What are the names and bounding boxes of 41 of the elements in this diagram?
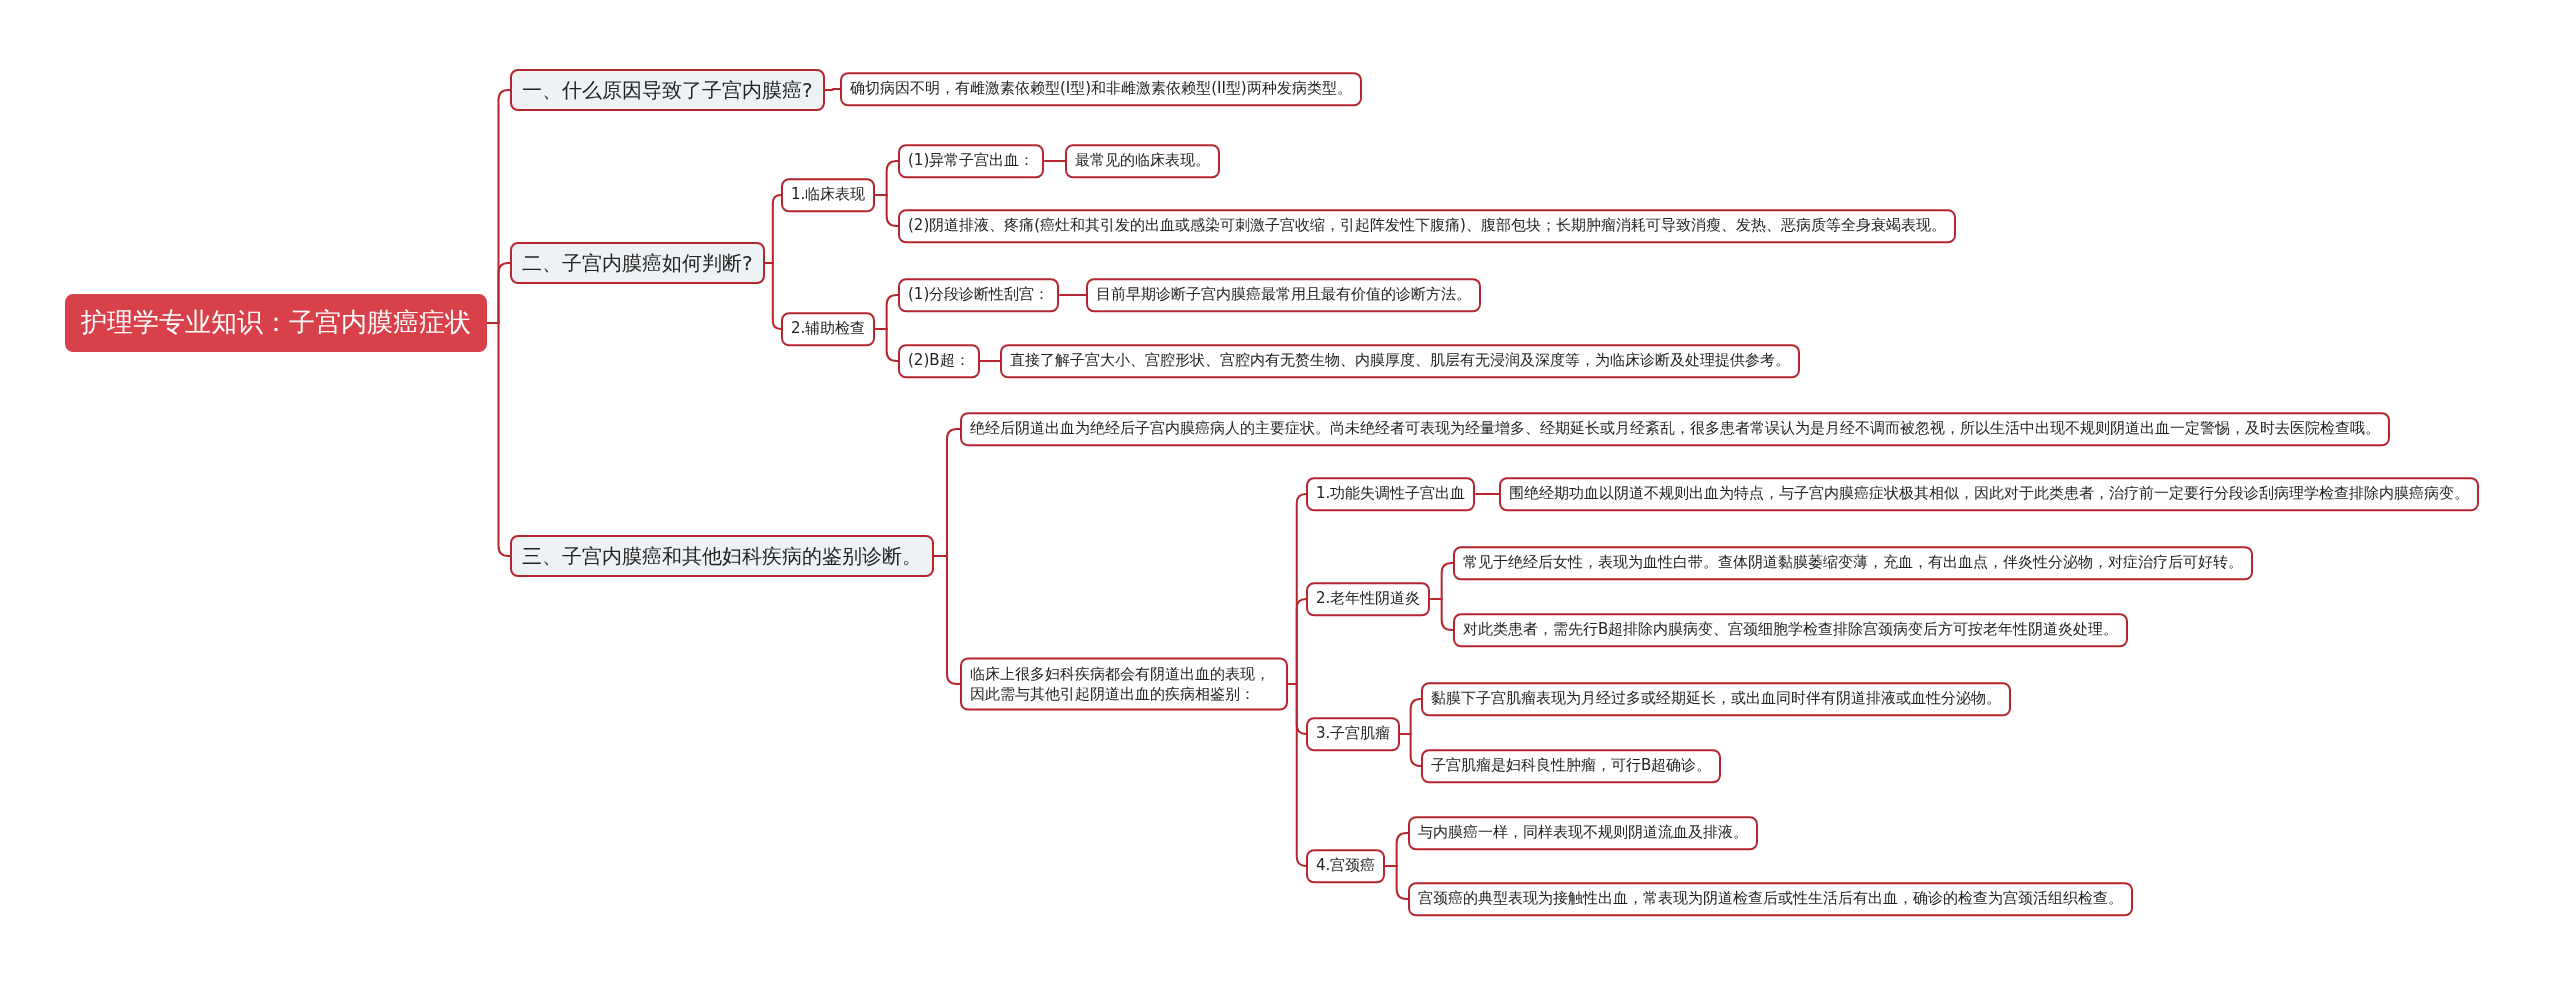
subtopic-box: 3.子宫肌瘤 xyxy=(1306,717,1401,751)
subtopic-box: 绝经后阴道出血为绝经后子宫内膜癌病人的主要症状。尚未绝经者可表现为经量增多、经期延长或月经紊乱，很多患者常误认为是月经不调而被忽视，所以生活中出现不规则阴道出血一定警惕，及时去医院检查哦。 xyxy=(960,412,2390,446)
connector-line xyxy=(1474,493,1500,495)
subtopic-box: 最常见的临床表现。 xyxy=(1065,144,1220,178)
connector-line xyxy=(874,328,899,362)
subtopic-box: 黏膜下子宫肌瘤表现为月经过多或经期延长，或出血同时伴有阴道排液或血性分泌物。 xyxy=(1421,682,2011,716)
subtopic-box: 子宫肌瘤是妇科良性肿瘤，可行B超确诊。 xyxy=(1421,749,1722,783)
subtopic-box: 目前早期诊断子宫内膜癌最常用且最有价值的诊断方法。 xyxy=(1086,278,1481,312)
connector-line xyxy=(823,88,841,91)
subtopic-box: 围绝经期功血以阴道不规则出血为特点，与子宫内膜癌症状极其相似，因此对于此类患者，治疗前一定要行分段诊刮病理学检查排除内膜癌病变。 xyxy=(1499,477,2479,511)
topic-box: 二、子宫内膜癌如何判断? xyxy=(510,242,765,284)
subtopic-box: 1.功能失调性子宫出血 xyxy=(1306,477,1476,511)
subtopic-box: 临床上很多妇科疾病都会有阴道出血的表现，因此需与其他引起阴道出血的疾病相鉴别： xyxy=(960,657,1288,711)
subtopic-box: 4.宫颈癌 xyxy=(1306,849,1386,883)
connector-line xyxy=(1286,683,1307,867)
connector-line xyxy=(1429,598,1454,631)
subtopic-box: 2.辅助检查 xyxy=(781,312,876,346)
subtopic-box: 确切病因不明，有雌激素依赖型(I型)和非雌激素依赖型(II型)两种发病类型。 xyxy=(840,72,1362,106)
topic-box: 一、什么原因导致了子宫内膜癌? xyxy=(510,69,825,111)
connector-line xyxy=(1399,733,1422,767)
subtopic-box: (1)异常子宫出血： xyxy=(898,144,1045,178)
connector-line xyxy=(978,360,1001,362)
subtopic-box: 与内膜癌一样，同样表现不规则阴道流血及排液。 xyxy=(1408,816,1758,850)
subtopic-box: (2)阴道排液、疼痛(癌灶和其引发的出血或感染可刺激子宫收缩，引起阵发性下腹痛)、腹部包块；长期肿瘤消耗可导致消瘦、发热、恶病质等全身衰竭表现。 xyxy=(898,209,1956,243)
subtopic-box: 2.老年性阴道炎 xyxy=(1306,582,1431,616)
subtopic-box: 1.临床表现 xyxy=(781,178,876,212)
subtopic-box: 宫颈癌的典型表现为接触性出血，常表现为阴道检查后或性生活后有出血，确诊的检查为宫颈活组织检查。 xyxy=(1408,882,2133,916)
topic-box: 三、子宫内膜癌和其他妇科疾病的鉴别诊断。 xyxy=(510,535,934,577)
central-topic-box: 护理学专业知识：子宫内膜癌症状 xyxy=(65,294,487,352)
connector-line xyxy=(1043,160,1066,162)
connector-line xyxy=(486,322,511,557)
connector-line xyxy=(763,262,782,330)
connector-line xyxy=(1384,865,1409,900)
subtopic-box: 直接了解子宫大小、宫腔形状、宫腔内有无赘生物、内膜厚度、肌层有无浸润及深度等，为临床诊断及处理提供参考。 xyxy=(1000,344,1800,378)
subtopic-box: (2)B超： xyxy=(898,344,980,378)
connector-line xyxy=(933,555,961,685)
subtopic-box: 对此类患者，需先行B超排除内膜病变、宫颈细胞学检查排除宫颈病变后方可按老年性阴道炎处理。 xyxy=(1453,613,2129,647)
subtopic-box: 常见于绝经后女性，表现为血性白带。查体阴道黏膜萎缩变薄，充血，有出血点，伴炎性分泌物，对症治疗后可好转。 xyxy=(1453,546,2253,580)
subtopic-box: (1)分段诊断性刮宫： xyxy=(898,278,1060,312)
connector-line xyxy=(874,194,899,227)
connector-line xyxy=(1058,294,1087,296)
